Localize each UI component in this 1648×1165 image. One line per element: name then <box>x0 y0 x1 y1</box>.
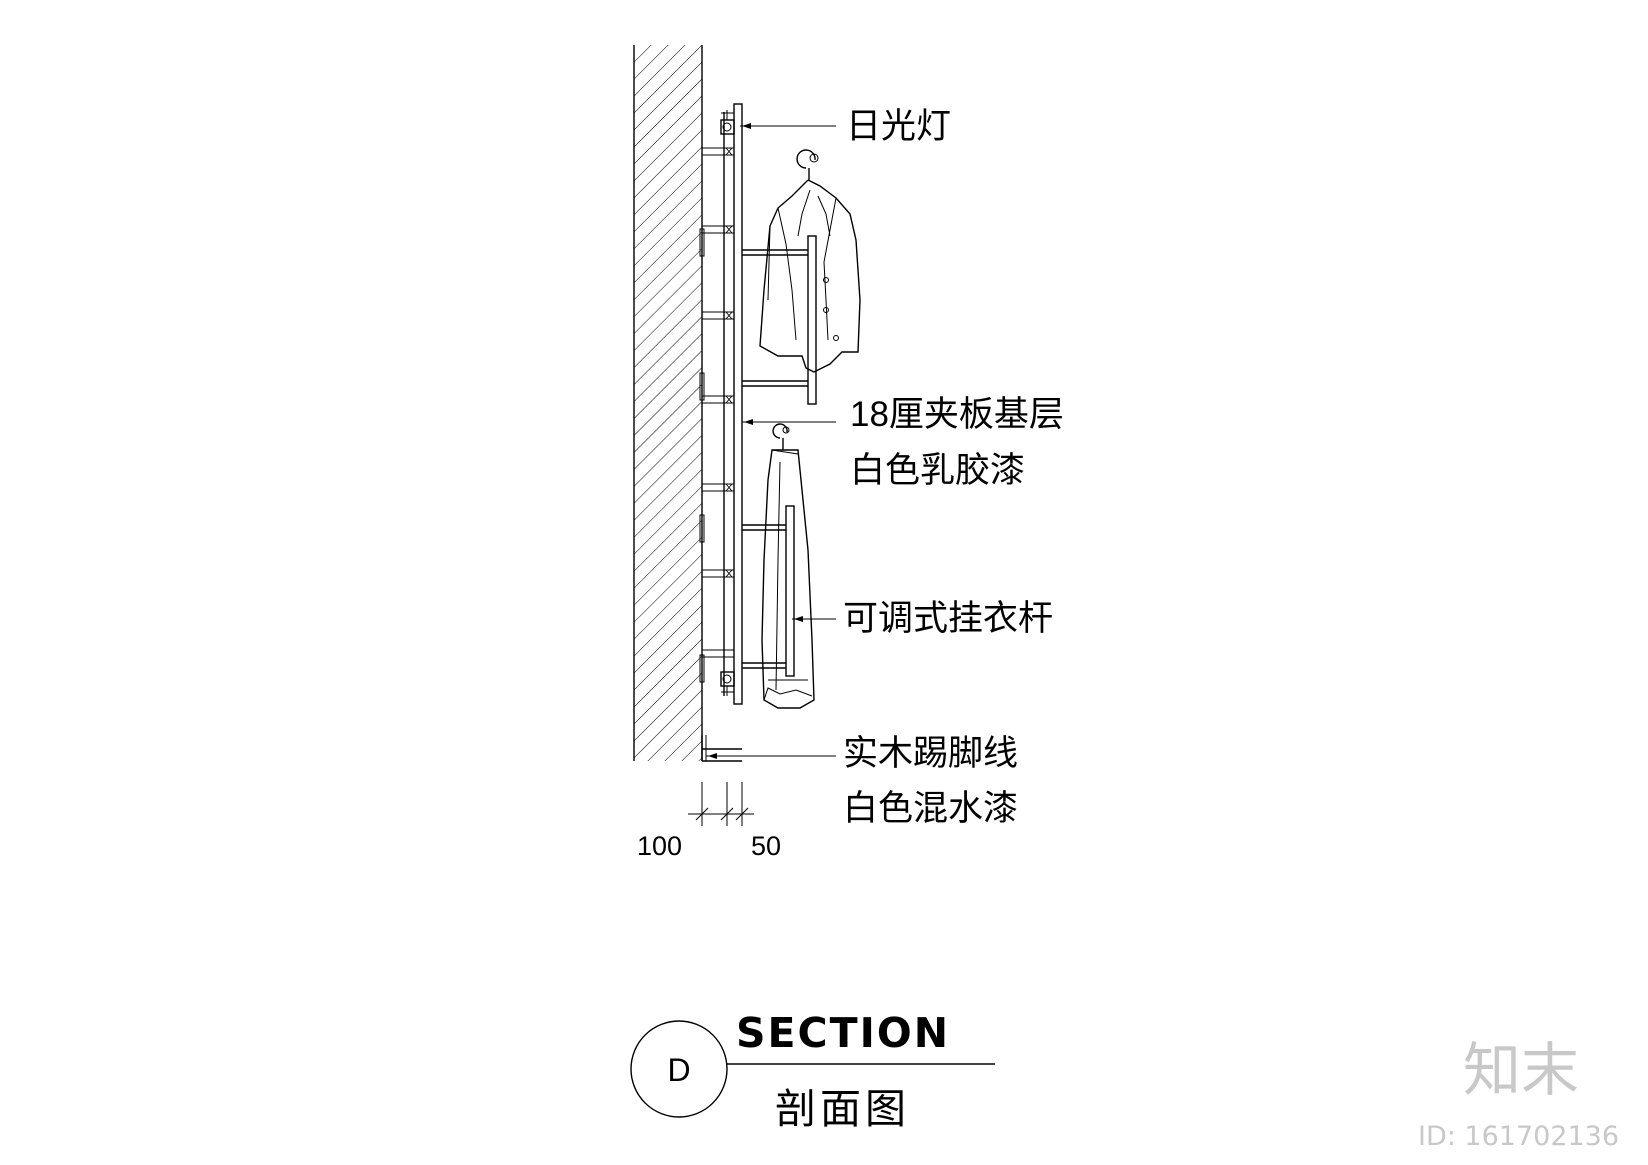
label-mixed-paint: 白色混水漆 <box>843 789 1018 828</box>
section-title-block <box>630 1020 995 1118</box>
label-plywood-base: 18厘夹板基层 <box>850 395 1064 434</box>
section-subtitle: 剖面图 <box>775 1086 910 1132</box>
section-marker: D <box>667 1052 690 1088</box>
label-skirting-board: 实木踢脚线 <box>843 734 1018 773</box>
floor-and-skirting <box>701 735 742 762</box>
label-latex-paint: 白色乳胶漆 <box>850 451 1025 490</box>
lamp-fixture-bottom <box>720 671 735 696</box>
label-fluorescent-lamp: 日光灯 <box>846 107 951 146</box>
leader-lines <box>706 123 836 759</box>
label-adjustable-rod: 可调式挂衣杆 <box>843 599 1053 638</box>
watermark-logo: 知末 <box>1463 1036 1579 1104</box>
wall-section <box>633 45 703 761</box>
watermark-id: ID: 161702136 <box>1418 1121 1619 1152</box>
trousers-icon <box>761 423 815 709</box>
dimension-100: 100 <box>637 831 682 861</box>
frame-studs <box>699 147 734 683</box>
dimension-lines <box>688 782 754 826</box>
lower-hanging-rod <box>742 505 795 677</box>
lamp-fixture-top <box>720 110 735 135</box>
upper-hanging-rod <box>742 235 817 405</box>
section-title: SECTION <box>736 1009 950 1057</box>
jacket-icon <box>759 149 861 373</box>
dimension-50: 50 <box>751 831 781 861</box>
cabinet-frame <box>699 103 743 705</box>
